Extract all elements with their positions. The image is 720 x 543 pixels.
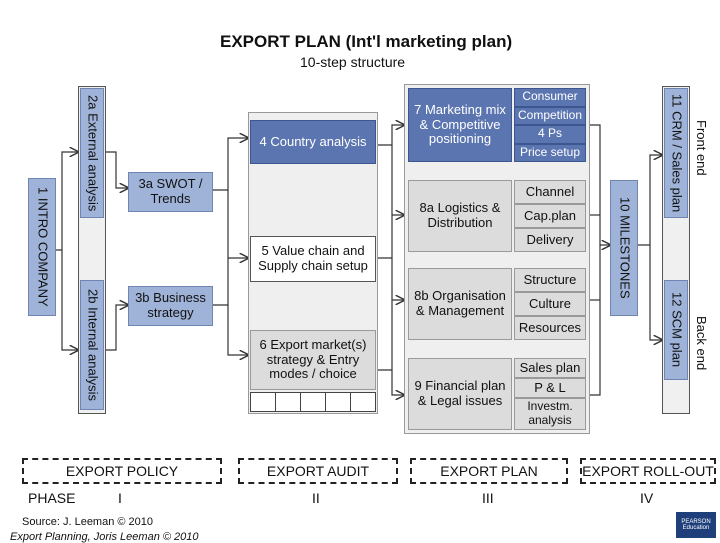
export-market-grid	[250, 392, 376, 412]
phase-export-plan: EXPORT PLAN	[410, 458, 568, 484]
sub-item: Competition	[514, 106, 586, 125]
step-scm: 12 SCM plan	[664, 280, 688, 380]
phase-export-policy: EXPORT POLICY	[22, 458, 222, 484]
step-intro-company-label: 1 INTRO COMPANY	[35, 187, 51, 307]
financial-subitems: Sales plan P & L Investm. analysis	[514, 358, 586, 430]
sub-item: 4 Ps	[514, 125, 586, 144]
phase-numeral-3: III	[482, 490, 494, 506]
step-swot: 3a SWOT / Trends	[128, 172, 213, 212]
phase-numeral-4: IV	[640, 490, 654, 506]
step-milestones: 10 MILESTONES	[610, 180, 638, 316]
diagram-title: EXPORT PLAN (Int'l marketing plan)	[220, 32, 513, 51]
step-milestones-label: 10 MILESTONES	[617, 197, 633, 299]
step-organisation: 8b Organisation & Management	[408, 268, 512, 340]
step-logistics: 8a Logistics & Distribution	[408, 180, 512, 252]
step-internal-analysis-label: 2b Internal analysis	[85, 288, 101, 401]
source-text: Source: J. Leeman © 2010	[22, 516, 154, 528]
phase-export-audit: EXPORT AUDIT	[238, 458, 398, 484]
sub-item: Sales plan	[514, 358, 586, 378]
pearson-logo: PEARSON Education	[676, 512, 716, 538]
logistics-subitems: Channel Cap.plan Delivery	[514, 180, 586, 252]
sub-item: Consumer	[514, 88, 586, 107]
step-external-analysis-label: 2a External analysis	[85, 94, 101, 212]
phase-numeral-1: I	[118, 490, 122, 506]
step-crm: 11 CRM / Sales plan	[664, 88, 688, 218]
sub-item: Culture	[514, 292, 586, 316]
step-financial: 9 Financial plan & Legal issues	[408, 358, 512, 430]
sub-item: P & L	[514, 378, 586, 398]
phase-label: PHASE	[28, 490, 76, 506]
step-crm-label: 11 CRM / Sales plan	[669, 93, 685, 213]
step-external-analysis: 2a External analysis	[80, 88, 104, 218]
step-internal-analysis: 2b Internal analysis	[80, 280, 104, 410]
step-intro-company: 1 INTRO COMPANY	[28, 178, 56, 316]
step-value-chain: 5 Value chain and Supply chain setup	[250, 236, 376, 282]
sub-item: Delivery	[514, 228, 586, 252]
diagram-subtitle: 10-step structure	[300, 54, 406, 70]
sub-item: Channel	[514, 180, 586, 204]
sub-item: Investm. analysis	[514, 398, 586, 430]
step-business-strategy: 3b Business strategy	[128, 286, 213, 326]
marketing-mix-subitems: Consumer Competition 4 Ps Price setup	[514, 88, 586, 162]
phase-numeral-2: II	[312, 490, 320, 506]
book-citation: Export Planning, Joris Leeman © 2010	[10, 531, 199, 543]
back-end-label: Back end	[694, 316, 709, 371]
step-country-analysis: 4 Country analysis	[250, 120, 376, 164]
sub-item: Resources	[514, 316, 586, 340]
front-end-label: Front end	[694, 120, 709, 176]
organisation-subitems: Structure Culture Resources	[514, 268, 586, 340]
step-export-market: 6 Export market(s) strategy & Entry mode…	[250, 330, 376, 390]
sub-item: Structure	[514, 268, 586, 292]
sub-item: Cap.plan	[514, 204, 586, 228]
step-scm-label: 12 SCM plan	[669, 292, 685, 368]
step-marketing-mix: 7 Marketing mix & Competitive positionin…	[408, 88, 512, 162]
sub-item: Price setup	[514, 143, 586, 162]
phase-export-rollout: EXPORT ROLL-OUT	[580, 458, 716, 484]
